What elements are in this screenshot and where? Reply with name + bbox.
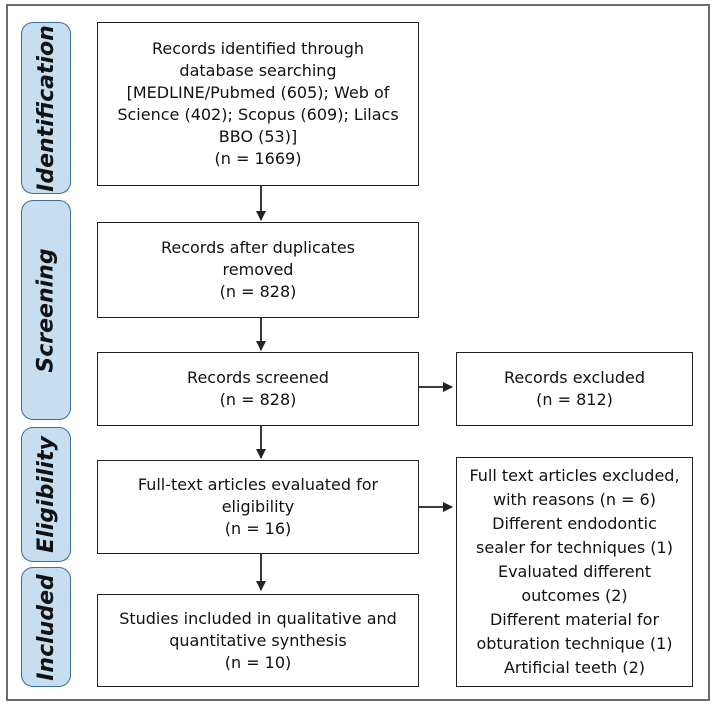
records-after-duplicates-box: Records after duplicates removed (n = 82… xyxy=(97,222,419,318)
box-line: Records after duplicates xyxy=(160,238,356,257)
full-text-articles-box: Full-text articles evaluated for eligibi… xyxy=(97,460,419,554)
box-line: Full-text articles evaluated for xyxy=(137,475,379,494)
box-line: (n = 10) xyxy=(224,652,292,672)
box-line: (n = 812) xyxy=(536,390,613,409)
box-line: Different endodontic xyxy=(492,514,657,533)
box-line: (n = 1669) xyxy=(214,149,302,168)
box-line: obturation technique (1) xyxy=(476,634,673,653)
diagram-frame xyxy=(6,4,710,701)
box-line: outcomes (2) xyxy=(521,586,628,605)
records-excluded-box: Records excluded (n = 812) xyxy=(456,352,693,426)
box-line: Studies included in qualitative and xyxy=(119,608,397,628)
studies-included-box: Studies included in qualitative and quan… xyxy=(97,594,419,687)
box-line: Artificial teeth (2) xyxy=(503,658,646,677)
stage-included: Included xyxy=(21,567,71,687)
box-line: sealer for techniques (1) xyxy=(476,538,673,557)
stage-identification: Identification xyxy=(21,22,71,194)
records-screened-box: Records screened (n = 828) xyxy=(97,352,419,426)
box-line: with reasons (n = 6) xyxy=(493,490,656,509)
records-identified-box: Records identified through database sear… xyxy=(97,22,419,186)
box-line: Different material for xyxy=(489,610,660,629)
box-line: Full text articles excluded, xyxy=(469,466,680,485)
box-line: Records screened xyxy=(187,368,329,387)
full-text-excluded-box: Full text articles excluded, with reason… xyxy=(456,457,693,687)
box-line: (n = 828) xyxy=(219,282,297,301)
box-line: (n = 16) xyxy=(224,519,292,538)
box-line: BBO (53)] xyxy=(218,127,298,146)
box-line: Science (402); Scopus (609); Lilacs xyxy=(117,105,399,124)
box-line: Records excluded xyxy=(504,368,645,387)
box-line: Evaluated different xyxy=(497,562,652,581)
box-line: eligibility xyxy=(221,497,295,516)
stage-eligibility: Eligibility xyxy=(21,427,71,562)
stage-screening: Screening xyxy=(21,200,71,420)
box-line: database searching xyxy=(179,61,337,80)
box-line: (n = 828) xyxy=(219,390,297,409)
box-line: Records identified through xyxy=(151,39,365,58)
box-line: [MEDLINE/Pubmed (605); Web of xyxy=(126,83,390,102)
box-line: removed xyxy=(222,260,294,279)
box-line: quantitative synthesis xyxy=(169,630,347,650)
